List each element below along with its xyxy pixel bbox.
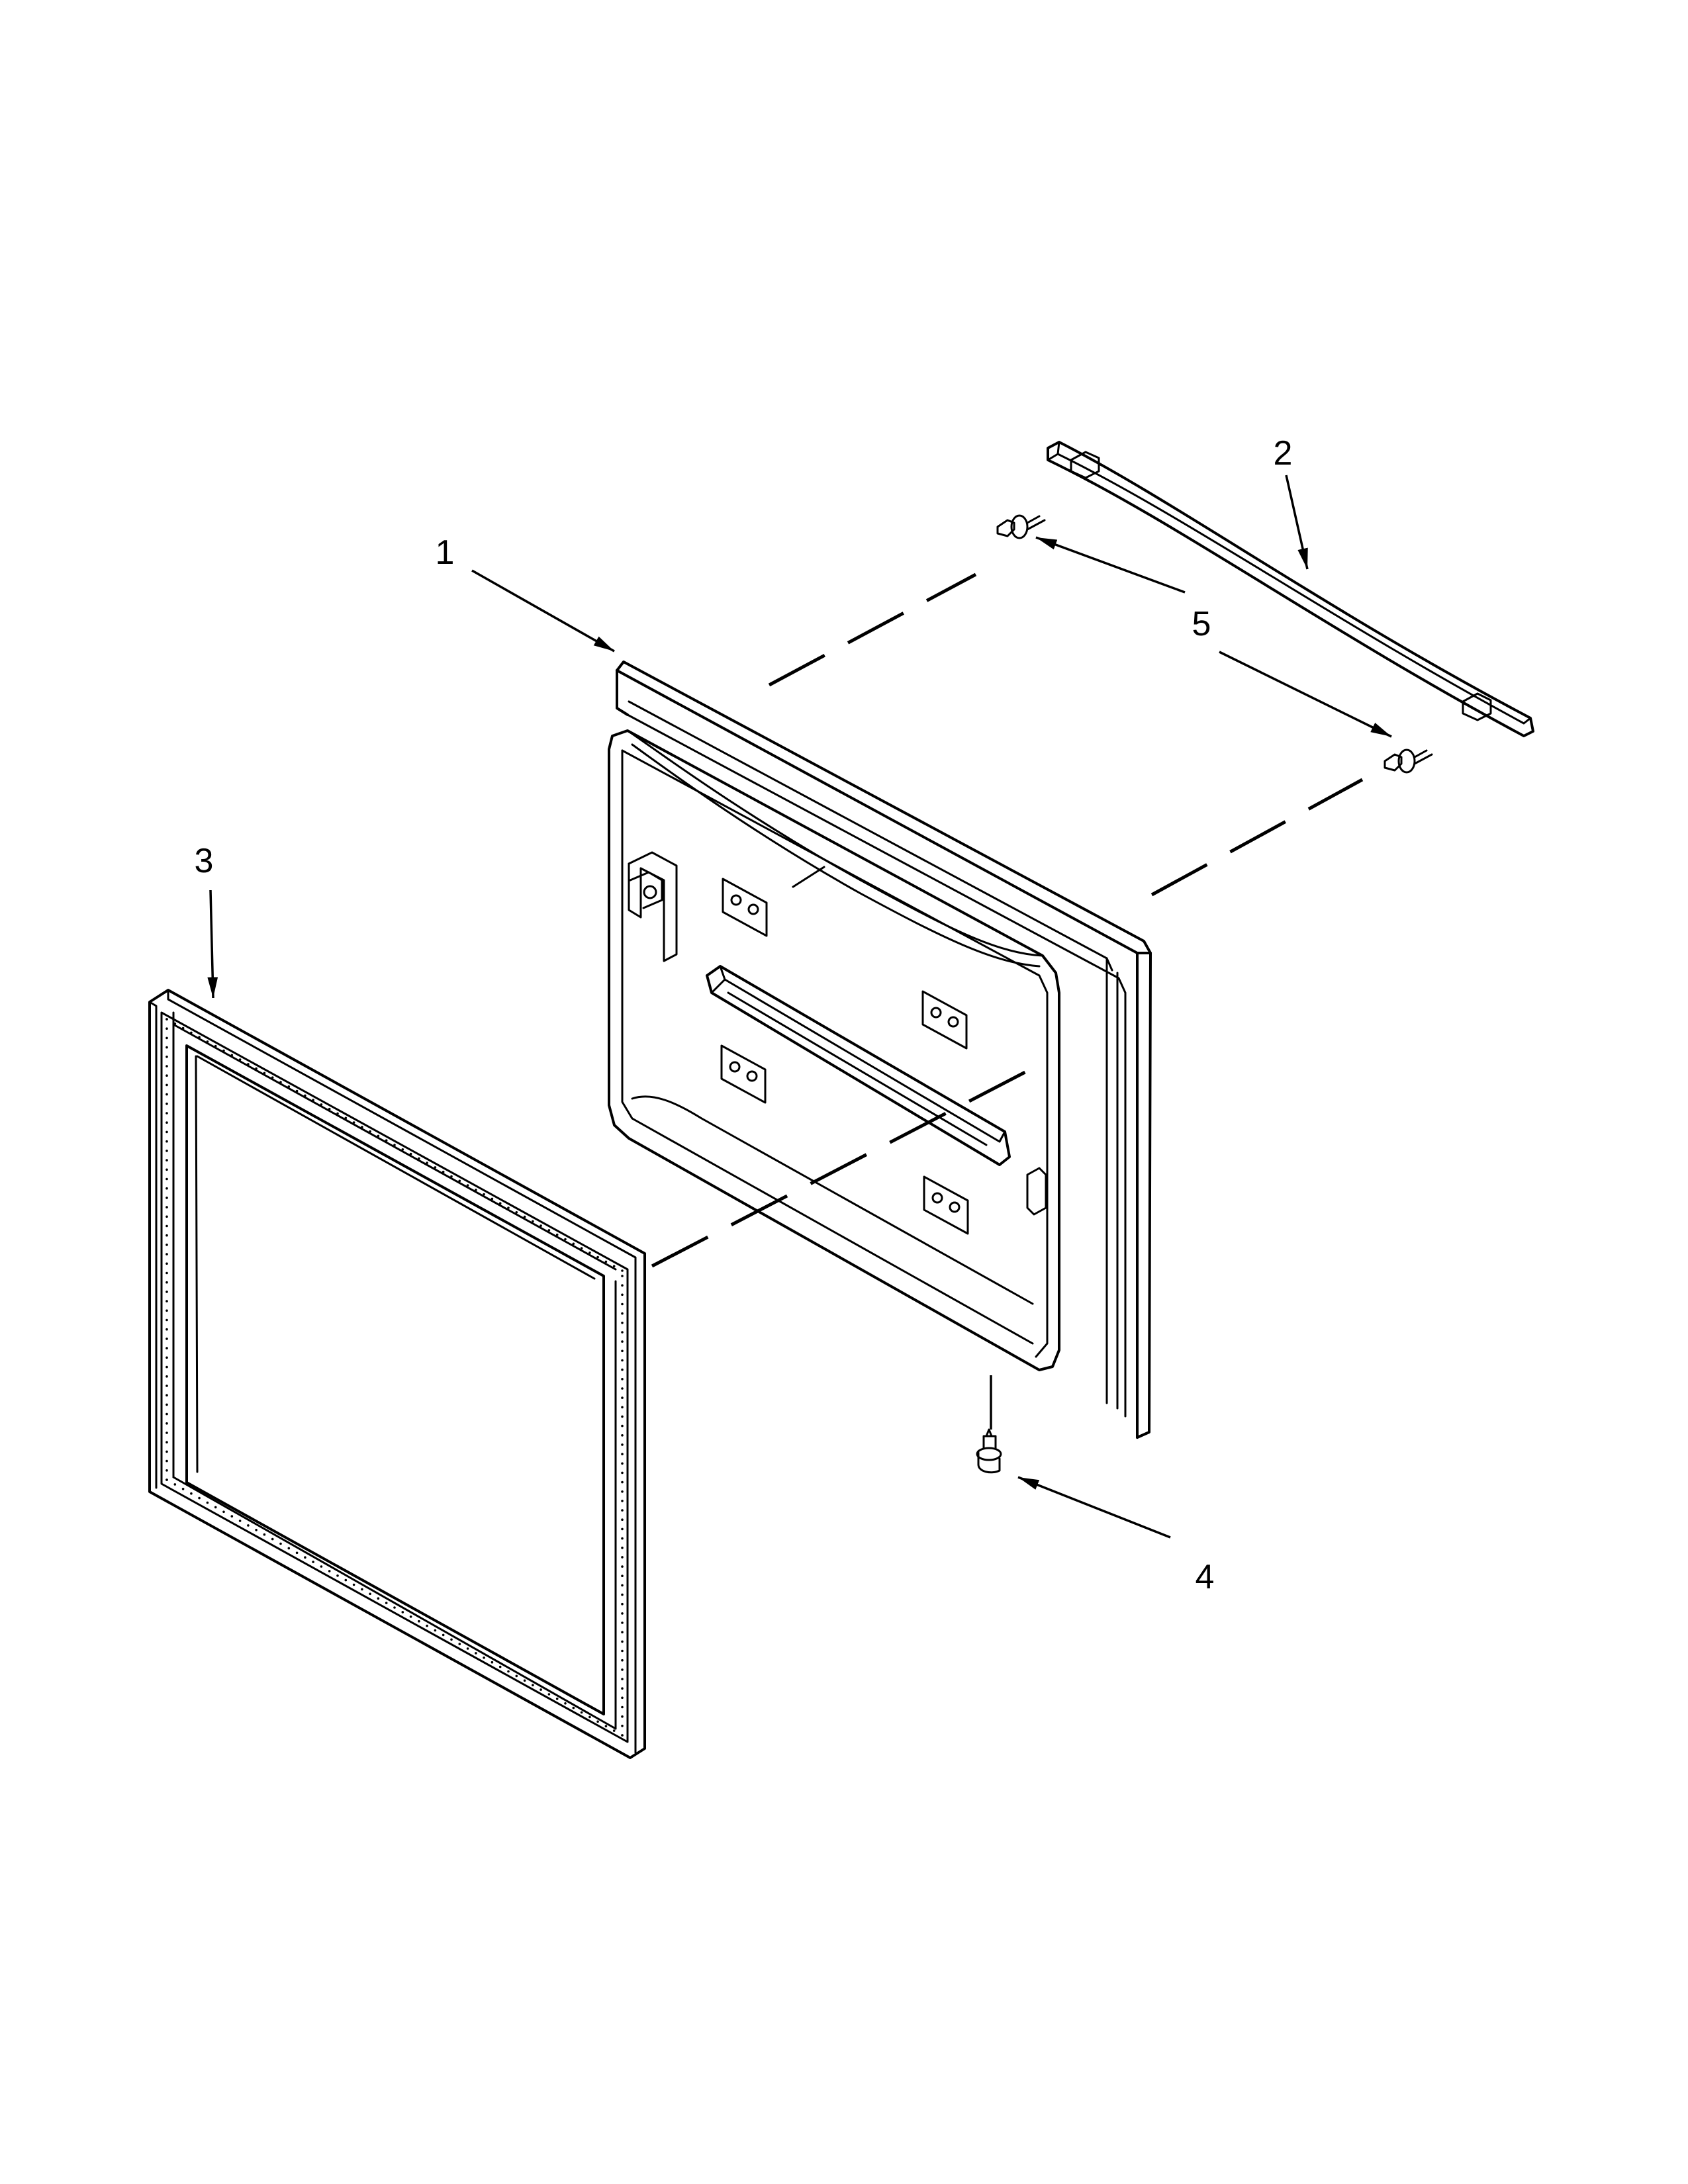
callout-1: 1 [436,533,455,572]
door-gasket [148,989,646,1759]
gasket-seal-dots [165,1018,624,1737]
handle-screw-upper [996,514,1046,539]
callout-leaders [207,475,1392,1539]
handle-screw-lower [1383,749,1433,774]
callout-3: 3 [195,842,214,880]
mounting-bracket-1 [722,878,768,937]
callout-2: 2 [1274,434,1293,473]
mounting-bracket-4 [923,1175,969,1235]
bottom-hinge-pin [976,1428,1002,1474]
callout-4: 4 [1196,1558,1215,1596]
door-assembly [608,660,1152,1439]
mounting-bracket-3 [720,1044,767,1104]
mounting-bracket-2 [921,990,968,1050]
callout-5: 5 [1192,605,1211,643]
handle-bar [1047,441,1534,737]
assembly-lines [651,572,1364,1430]
